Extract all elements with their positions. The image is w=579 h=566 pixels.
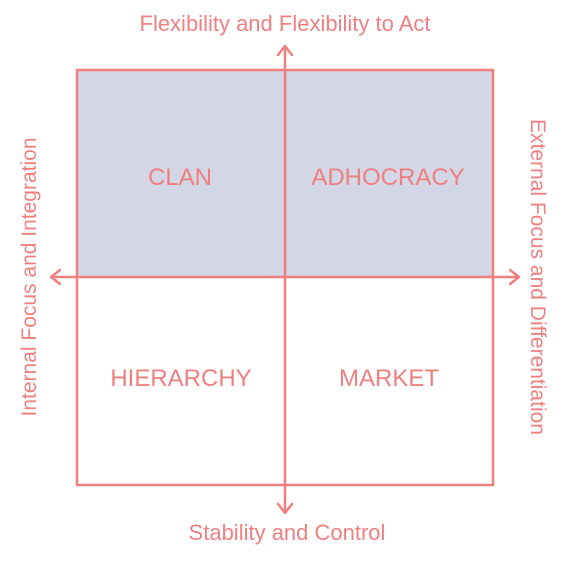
quadrant-label-hierarchy: HIERARCHY: [110, 365, 251, 392]
up-arrow-icon: [276, 44, 294, 57]
quadrant-label-market: MARKET: [339, 365, 439, 392]
vertical-axis: [276, 44, 294, 515]
bottom-axis-label: Stability and Control: [189, 520, 386, 545]
quadrant-label-adhocracy: ADHOCRACY: [311, 164, 464, 191]
left-arrow-icon: [49, 268, 62, 286]
top-axis-label: Flexibility and Flexibility to Act: [140, 11, 431, 36]
right-arrow-icon: [508, 268, 521, 286]
quadrant-label-clan: CLAN: [148, 164, 212, 191]
down-arrow-icon: [276, 502, 294, 515]
left-axis-label: Internal Focus and Integration: [18, 137, 41, 416]
right-axis-label: External Focus and Differentiation: [526, 119, 549, 435]
